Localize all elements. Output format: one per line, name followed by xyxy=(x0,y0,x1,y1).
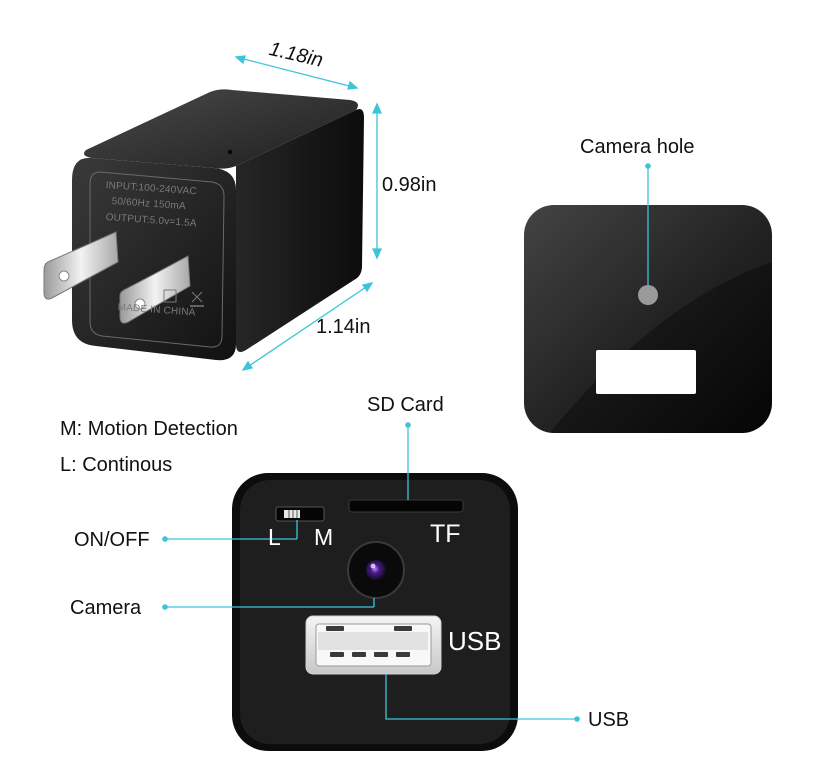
depth-dimension-label: 1.14in xyxy=(316,316,371,338)
legend-continuous: L: Continous xyxy=(60,454,173,476)
charger-3d xyxy=(43,89,364,361)
control-face-device xyxy=(232,473,518,751)
camera-label: Camera xyxy=(70,597,142,619)
dimension-lines xyxy=(234,55,383,371)
camera-hole-label: Camera hole xyxy=(580,136,695,158)
legend-motion-detection: M: Motion Detection xyxy=(60,418,238,440)
camera-lens xyxy=(366,560,386,580)
height-dimension-label: 0.98in xyxy=(382,174,437,196)
callout-dots xyxy=(162,163,651,722)
usb-window xyxy=(596,350,696,394)
tf-label: TF xyxy=(430,520,461,548)
switch-l-label: L xyxy=(268,524,281,550)
switch-m-label: M xyxy=(314,524,334,550)
callout-lines xyxy=(165,166,649,720)
camera-hole-dot xyxy=(638,285,658,305)
front-face-device xyxy=(524,205,772,433)
usb-port-label: USB xyxy=(448,626,502,656)
on-off-label: ON/OFF xyxy=(74,529,150,551)
sd-card-label: SD Card xyxy=(367,394,444,416)
sd-card-slot xyxy=(348,499,464,513)
usb-callout-label: USB xyxy=(588,709,630,731)
mode-switch-knob xyxy=(284,510,300,518)
